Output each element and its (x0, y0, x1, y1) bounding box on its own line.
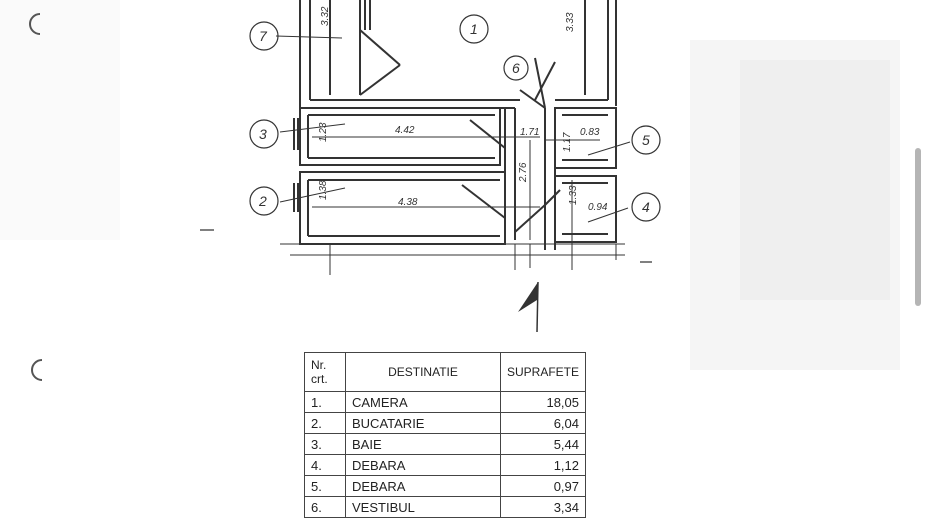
table-row: 6. VESTIBUL 3,34 (304, 496, 587, 518)
dimension-labels: 3.32 3.33 4.42 1.23 1.71 1.17 0.83 2.76 … (318, 6, 608, 213)
cell-destinatie: CAMERA (345, 391, 501, 413)
walls (293, 0, 617, 250)
dim-label: 4.38 (398, 197, 418, 208)
table-header-row: Nr. crt. DESTINATIE SUPRAFETE (304, 352, 587, 392)
cell-suprafata: 1,12 (499, 454, 587, 476)
room-number-6: 6 (512, 60, 520, 76)
dimension-lines (275, 35, 631, 275)
table-row: 5. DEBARA 0,97 (304, 475, 587, 497)
col-header-suprafete: SUPRAFETE (499, 352, 587, 392)
cell-suprafata: 18,05 (499, 391, 587, 413)
dim-label: 1.71 (520, 127, 539, 138)
dim-label: 3.32 (320, 6, 331, 26)
table-row: 3. BAIE 5,44 (304, 433, 587, 455)
corner-mark-bottom (31, 359, 43, 381)
scan-noise (0, 0, 900, 370)
cell-suprafata: 3,34 (499, 496, 587, 518)
dim-label: 2.76 (518, 162, 529, 183)
corner-mark-top (29, 13, 41, 35)
table-row: 1. CAMERA 18,05 (304, 391, 587, 413)
table-row: 4. DEBARA 1,12 (304, 454, 587, 476)
areas-table: Nr. crt. DESTINATIE SUPRAFETE 1. CAMERA … (304, 352, 587, 518)
dim-label: 0.83 (580, 127, 600, 138)
cell-nr: 6. (304, 496, 346, 518)
cell-nr: 5. (304, 475, 346, 497)
room-number-4: 4 (642, 199, 650, 215)
cell-destinatie: DEBARA (345, 454, 501, 476)
scrollbar-thumb[interactable] (915, 148, 921, 306)
dim-label: 1.38 (318, 180, 329, 200)
cell-suprafata: 5,44 (499, 433, 587, 455)
cell-destinatie: DEBARA (345, 475, 501, 497)
north-arrow-icon (518, 281, 539, 333)
dim-label: 1.17 (562, 132, 573, 152)
cell-nr: 1. (304, 391, 346, 413)
dim-label: 4.42 (395, 125, 415, 136)
dim-label: 3.33 (565, 12, 576, 32)
cell-suprafata: 6,04 (499, 412, 587, 434)
cell-nr: 3. (304, 433, 346, 455)
cell-nr: 2. (304, 412, 346, 434)
dim-label: 1.33 (568, 185, 579, 205)
table-row: 2. BUCATARIE 6,04 (304, 412, 587, 434)
room-number-2: 2 (258, 193, 267, 209)
cell-nr: 4. (304, 454, 346, 476)
cell-destinatie: BUCATARIE (345, 412, 501, 434)
cell-destinatie: VESTIBUL (345, 496, 501, 518)
cell-suprafata: 0,97 (499, 475, 587, 497)
room-number-3: 3 (259, 126, 267, 142)
dim-label: 0.94 (588, 202, 608, 213)
dim-label: 1.23 (318, 122, 329, 142)
room-number-1: 1 (470, 21, 478, 37)
room-markers: 7 1 6 3 5 2 4 (249, 14, 661, 222)
room-number-5: 5 (642, 132, 650, 148)
col-header-nr: Nr. crt. (304, 352, 346, 392)
cell-destinatie: BAIE (345, 433, 501, 455)
col-header-destinatie: DESTINATIE (345, 352, 501, 392)
room-number-7: 7 (259, 28, 268, 44)
